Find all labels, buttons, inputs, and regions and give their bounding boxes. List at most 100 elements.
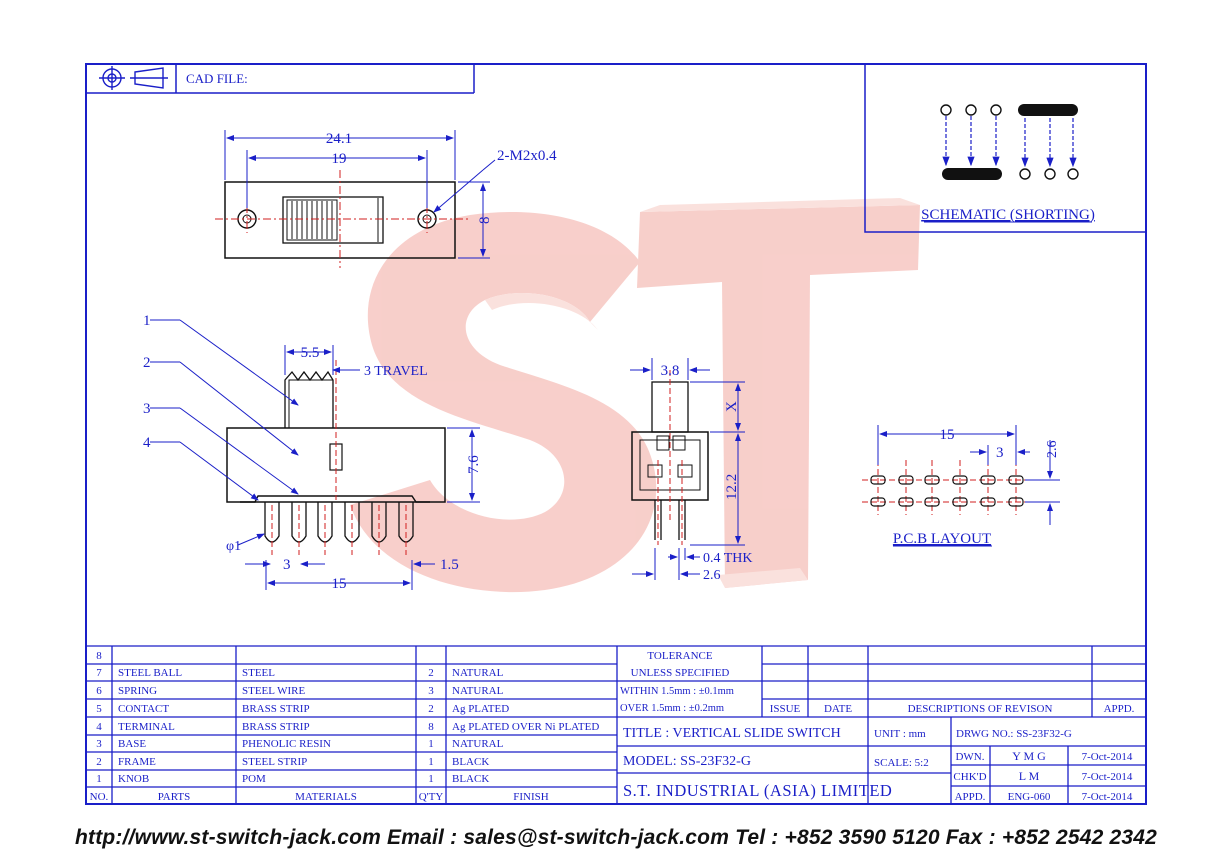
unit-label: UNIT : mm — [874, 728, 926, 740]
bom-no: 6 — [96, 685, 102, 697]
callout-1: 1 — [143, 313, 151, 329]
bom-header-no: NO. — [90, 791, 109, 803]
appd-date: 7-Oct-2014 — [1082, 791, 1133, 803]
bom-material: STEEL — [242, 667, 275, 679]
callout-4: 4 — [143, 435, 151, 451]
bom-finish: NATURAL — [452, 738, 504, 750]
tolerance-within: WITHIN 1.5mm : ±0.1mm — [620, 686, 734, 697]
revision-date: DATE — [824, 703, 852, 715]
bom-material: PHENOLIC RESIN — [242, 738, 331, 750]
dim-x: X — [724, 401, 740, 412]
schematic-caption: SCHEMATIC (SHORTING) — [921, 207, 1095, 223]
bom-qty: 1 — [428, 738, 434, 750]
pcb-caption: P.C.B LAYOUT — [893, 531, 991, 547]
bom-qty: 1 — [428, 773, 434, 785]
bom-material: STEEL WIRE — [242, 685, 306, 697]
bom-header-qty: Q'TY — [419, 791, 444, 803]
dim-thickness: 0.4 THK — [703, 551, 753, 566]
contact-footer: http://www.st-switch-jack.com Email : sa… — [74, 826, 1158, 849]
bom-part: STEEL BALL — [118, 667, 182, 679]
dim-pin-offset: 1.5 — [440, 557, 459, 573]
bom-no: 5 — [96, 703, 102, 715]
title-block — [86, 645, 1146, 804]
dim-knob-width: 5.5 — [301, 345, 320, 361]
tolerance-over: OVER 1.5mm : ±0.2mm — [620, 703, 724, 714]
dwn-value: Y M G — [1012, 749, 1046, 763]
bom-finish: NATURAL — [452, 685, 504, 697]
pcb-dim-pitch: 3 — [996, 445, 1004, 461]
bom-finish: BLACK — [452, 756, 489, 768]
schematic-panel: SCHEMATIC (SHORTING) — [864, 63, 1147, 233]
bom-part: FRAME — [118, 756, 156, 768]
bom-material: STEEL STRIP — [242, 756, 307, 768]
callout-3: 3 — [143, 401, 151, 417]
bom-no: 2 — [96, 756, 102, 768]
dim-overall-length: 24.1 — [326, 131, 352, 147]
side-view: 5.5 3 TRAVEL 7.6 1 2 3 4 φ1 3 15 1.5 — [143, 313, 482, 592]
bom-qty: 2 — [428, 703, 434, 715]
pcb-dim-row: 2.6 — [1045, 441, 1060, 459]
bom-part: KNOB — [118, 773, 149, 785]
bom-no: 8 — [96, 650, 102, 662]
chk-value: L M — [1019, 769, 1040, 783]
bom-header-finish: FINISH — [513, 791, 549, 803]
appd-value: ENG-060 — [1008, 791, 1051, 803]
drawing-number: DRWG NO.: SS-23F32-G — [956, 728, 1072, 740]
bom-finish: Ag PLATED OVER Ni PLATED — [452, 721, 599, 733]
chk-date: 7-Oct-2014 — [1082, 771, 1133, 783]
company-name: S.T. INDUSTRIAL (ASIA) LIMITED — [623, 781, 892, 800]
revision-issue: ISSUE — [770, 703, 801, 715]
pcb-dim-span: 15 — [940, 427, 955, 443]
sheet-border — [85, 63, 1147, 805]
bom-no: 3 — [96, 738, 102, 750]
bom-finish: BLACK — [452, 773, 489, 785]
bom-no: 1 — [96, 773, 102, 785]
bom-part: SPRING — [118, 685, 157, 697]
bom-part: BASE — [118, 738, 146, 750]
drawing-title: TITLE : VERTICAL SLIDE SWITCH — [623, 726, 841, 741]
revision-appd: APPD. — [1104, 703, 1135, 715]
bom-header-materials: MATERIALS — [295, 791, 357, 803]
tolerance-title: TOLERANCE — [647, 650, 712, 662]
bom-part: CONTACT — [118, 703, 169, 715]
dim-pin-pitch: 3 — [283, 557, 291, 573]
revision-desc: DESCRIPTIONS OF REVISON — [908, 703, 1053, 715]
dim-end-width: 3.8 — [661, 363, 680, 379]
bom-part: TERMINAL — [118, 721, 175, 733]
bom-no: 7 — [96, 667, 102, 679]
dim-travel: 3 TRAVEL — [364, 364, 428, 379]
dim-pin-span: 15 — [332, 576, 347, 592]
dim-side-height: 7.6 — [466, 455, 482, 474]
bom-material: BRASS STRIP — [242, 703, 310, 715]
end-view: 3.8 X 12.2 0.4 THK 2.6 — [630, 358, 753, 583]
scale-label: SCALE: 5:2 — [874, 757, 929, 769]
cad-file-label: CAD FILE: — [186, 71, 248, 86]
hole-callout: 2-M2x0.4 — [497, 148, 557, 164]
bom-qty: 3 — [428, 685, 434, 697]
dim-end-pin: 2.6 — [703, 568, 721, 583]
projection-symbol-icon — [99, 66, 168, 90]
bom-no: 4 — [96, 721, 102, 733]
dim-end-height: 12.2 — [724, 474, 740, 500]
dwn-label: DWN. — [955, 751, 984, 763]
bom-material: BRASS STRIP — [242, 721, 310, 733]
dim-hole-spacing: 19 — [332, 151, 347, 167]
model-number: MODEL: SS-23F32-G — [623, 754, 751, 769]
watermark-logo — [350, 198, 920, 593]
dim-pin-diameter: φ1 — [226, 539, 241, 554]
cad-header: CAD FILE: — [86, 64, 475, 94]
chk-label: CHK'D — [953, 771, 986, 783]
bom-material: POM — [242, 773, 266, 785]
bom-finish: NATURAL — [452, 667, 504, 679]
dwn-date: 7-Oct-2014 — [1082, 751, 1133, 763]
dim-body-height: 8 — [477, 217, 493, 225]
bom-qty: 1 — [428, 756, 434, 768]
bom-qty: 8 — [428, 721, 434, 733]
bom-finish: Ag PLATED — [452, 703, 509, 715]
tolerance-subtitle: UNLESS SPECIFIED — [631, 667, 730, 679]
pcb-layout: 15 3 2.6 P.C.B LAYOUT — [862, 425, 1060, 547]
appd-label: APPD. — [955, 791, 986, 803]
callout-2: 2 — [143, 355, 151, 371]
